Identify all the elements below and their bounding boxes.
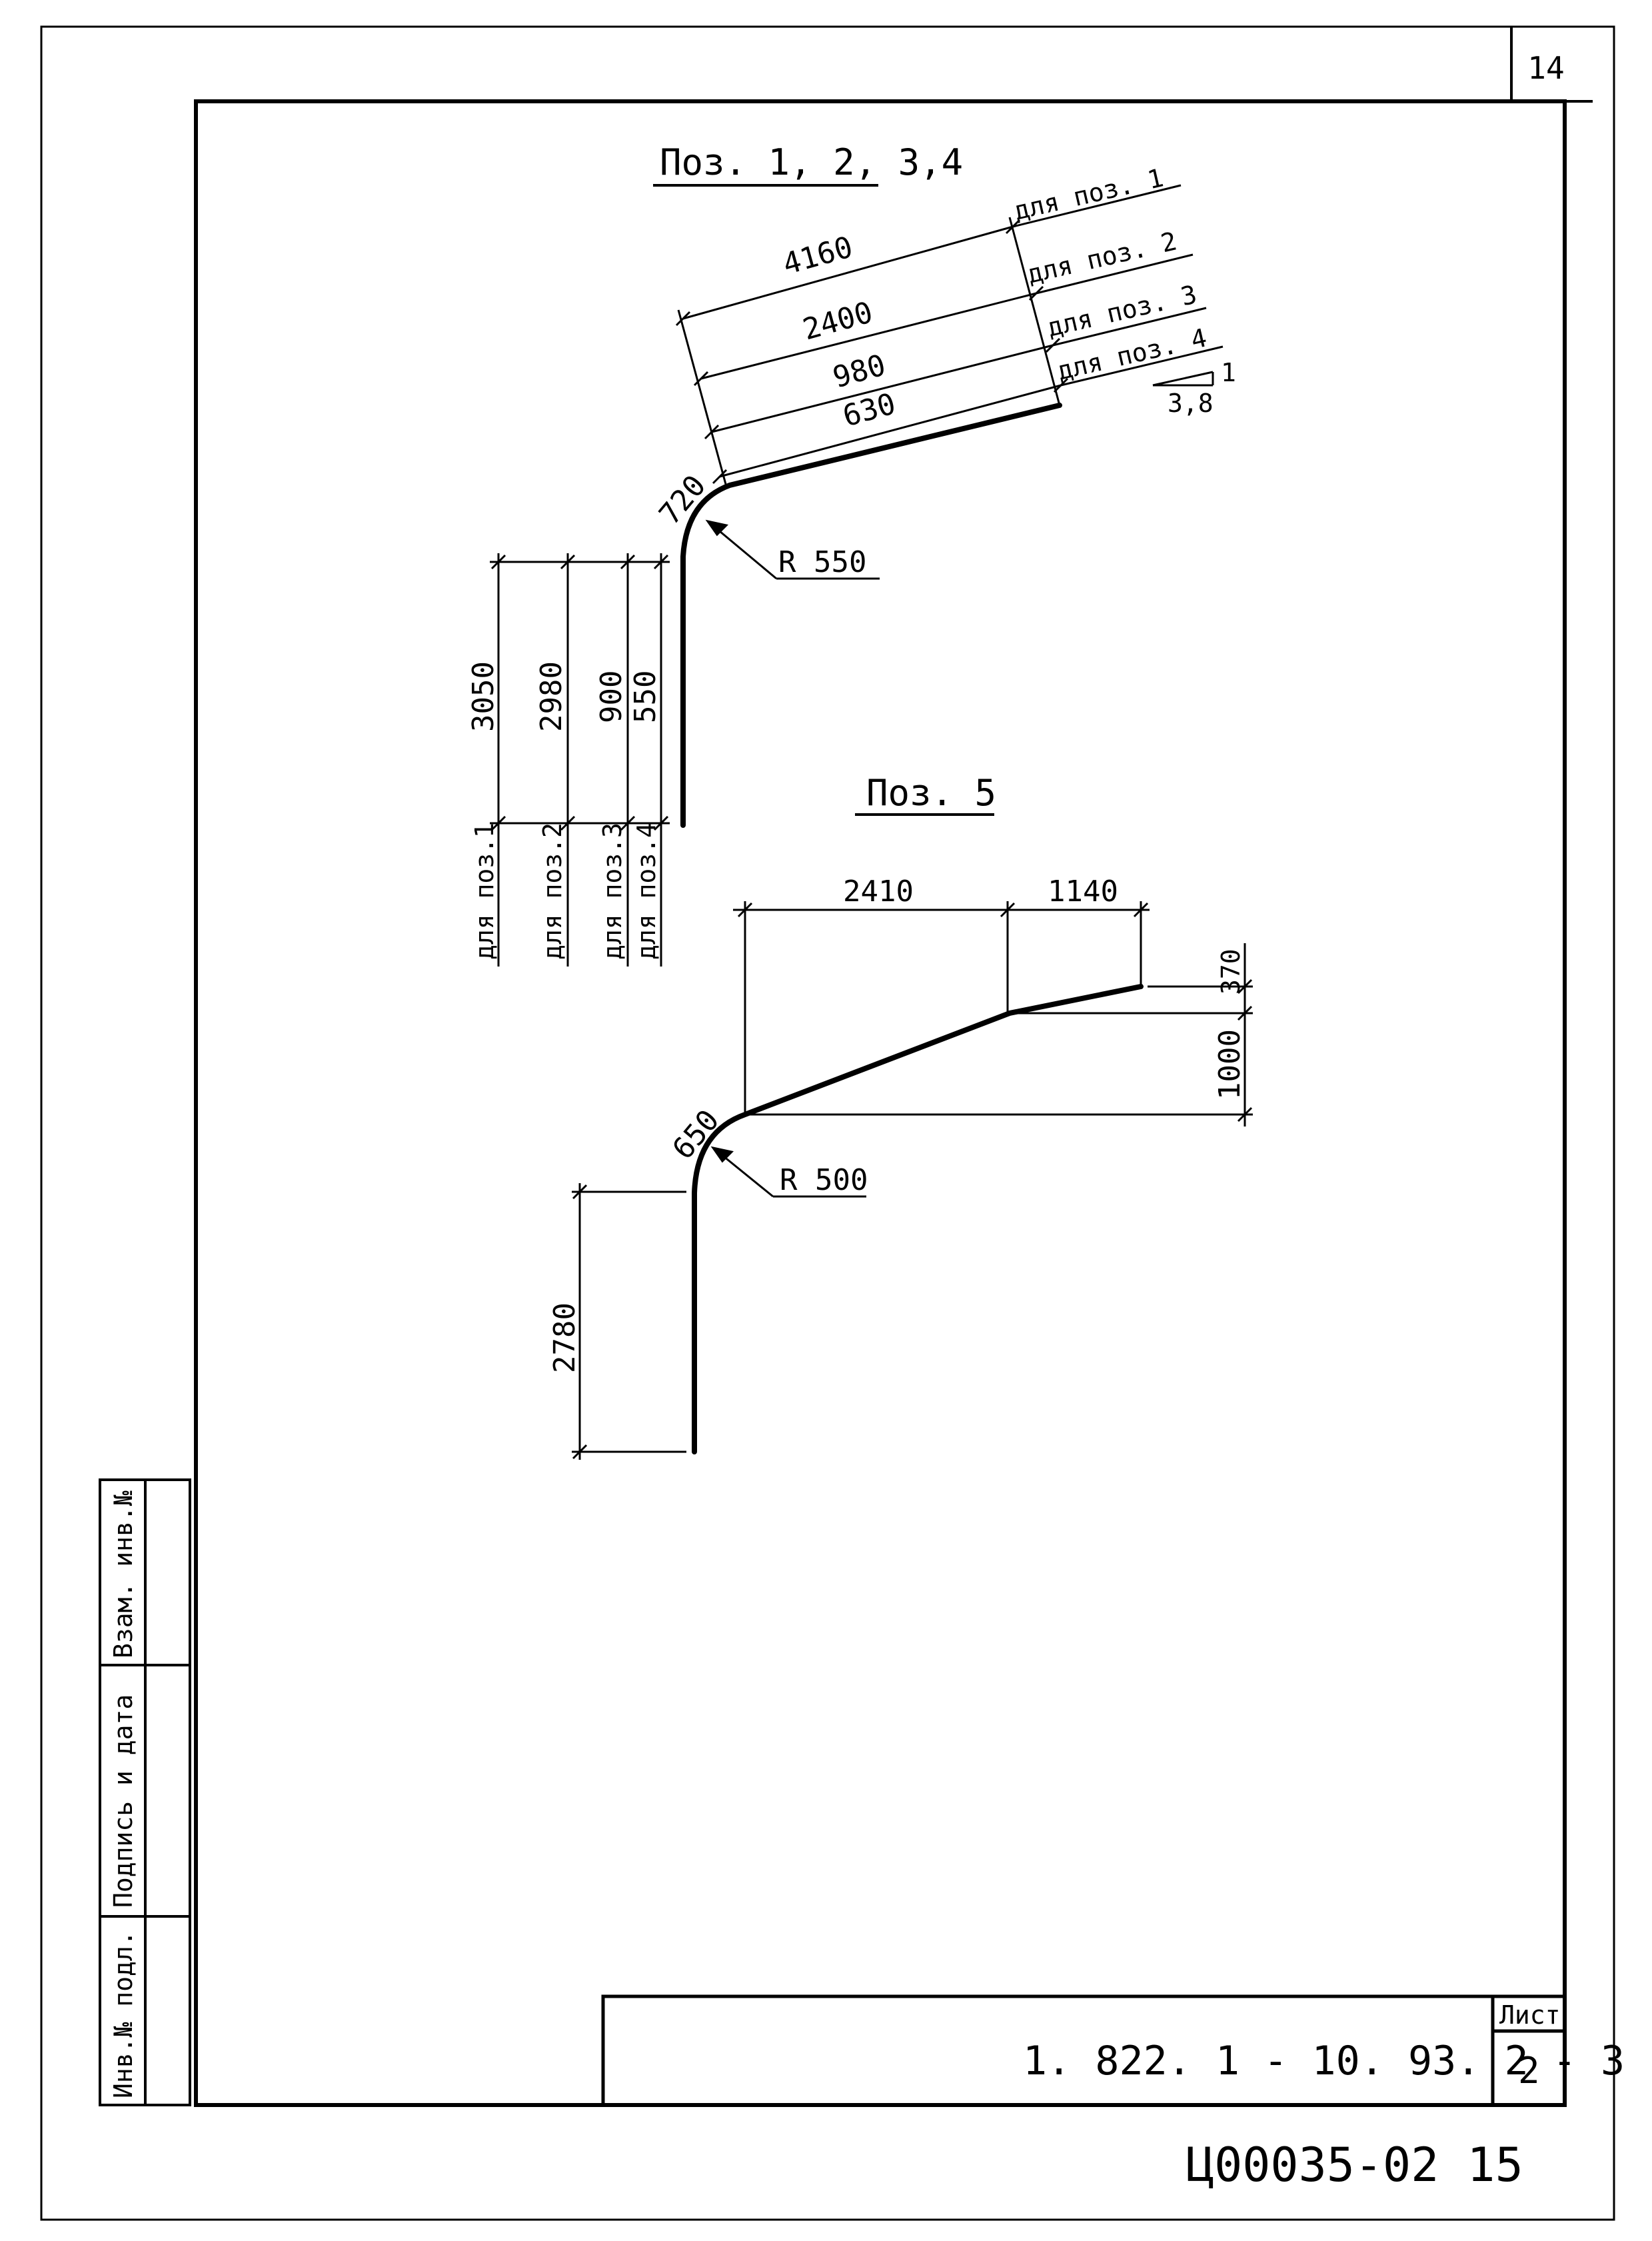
title-block-code: 1. 822. 1 - 10. 93. 2 - 3	[1023, 2038, 1625, 2084]
group2-vdim-left: 2780	[548, 1302, 582, 1373]
outer-border	[40, 25, 1615, 2221]
group1-vertical-dimensions	[490, 553, 670, 967]
group2-bar	[692, 984, 1144, 1454]
side-stamp-inv-podl: Инв.№ подл.	[109, 1930, 138, 2098]
group1-slope-triangle	[1152, 371, 1214, 387]
title-block-sheet-label: Лист	[1499, 2000, 1561, 2030]
group1-dim-value-3: 980	[829, 348, 889, 395]
group1-dim-value-4: 630	[839, 387, 899, 433]
group1-dim-value-2: 2400	[799, 295, 876, 347]
group1-slope-rise: 1	[1221, 358, 1236, 387]
group1-vdim-for-2: для поз.2	[538, 823, 567, 960]
side-stamp-podpis-data: Подпись и дата	[109, 1694, 138, 1908]
group1-vdim-value-2: 2980	[534, 661, 568, 732]
side-stamp-vzam-inv: Взам. инв.№	[109, 1490, 138, 1658]
group1-title: Поз. 1, 2, 3,4	[660, 141, 963, 183]
group1-radius-leader	[705, 519, 880, 580]
page-number: 14	[1527, 50, 1564, 86]
group1-vdim-for-3: для поз.3	[598, 823, 627, 960]
group2-dimensions	[572, 901, 1253, 1460]
group2-radius: R 500	[780, 1163, 868, 1197]
group1-vdim-for-1: для поз.1	[470, 823, 499, 960]
group1-slope-run: 3,8	[1168, 389, 1214, 418]
group1-vdim-value-4: 550	[628, 671, 662, 723]
group1-dim-for-2: для поз. 2	[1024, 226, 1180, 289]
group2-vdim-right-1: 370	[1216, 949, 1245, 995]
group2-arc-length: 650	[666, 1103, 726, 1166]
group1-vdim-value-3: 900	[594, 671, 628, 723]
side-stamp	[99, 1478, 191, 2106]
group2-radius-leader	[710, 1146, 866, 1198]
group1-dim-for-1: для поз. 1	[1011, 163, 1166, 225]
title-block-sheet-number: 2	[1518, 2050, 1540, 2092]
group1-bar	[680, 403, 1062, 828]
group1-vdim-value-1: 3050	[466, 661, 500, 732]
group2-hdim-2: 1140	[1048, 875, 1118, 909]
group2-title: Поз. 5	[866, 772, 996, 814]
title-block	[601, 1994, 1567, 2107]
group1-top-dimensions	[675, 184, 1224, 487]
group1-vdim-for-4: для поз.4	[632, 823, 661, 960]
group2-hdim-1: 2410	[843, 875, 914, 909]
archive-stamp: Ц00035-02 15	[1186, 2138, 1523, 2192]
group2-vdim-right-2: 1000	[1213, 1029, 1247, 1100]
group1-arc-length: 720	[652, 469, 712, 531]
group1-radius: R 550	[778, 545, 866, 579]
